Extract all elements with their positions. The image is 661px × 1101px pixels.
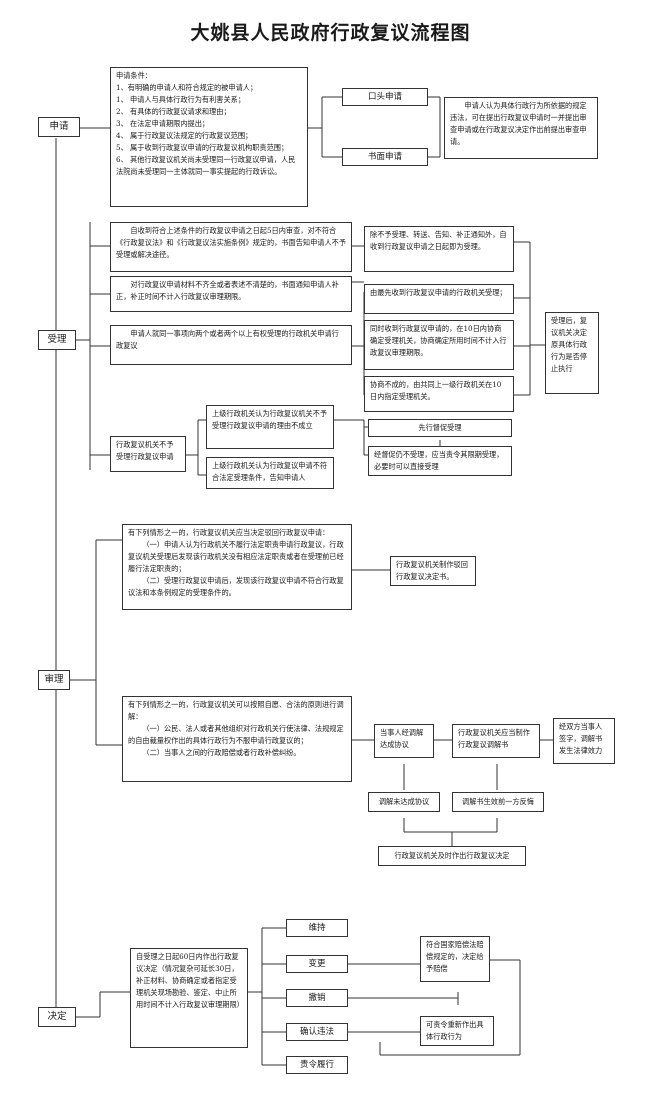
- accept-superior-notify-box: 上级行政机关认为行政复议申请不符合法定受理条件，告知申请人: [206, 457, 334, 489]
- accept-superior-invalid-box: 上级行政机关认为行政复议机关不予受理行政复议申请的理由不成立: [206, 405, 334, 449]
- review-reject-text: （二）受理行政复议申请后，发现该行政复议申请不符合行政复议法和本条例规定的受理条…: [128, 576, 344, 597]
- review-reject-decision-box: 行政复议机关制作驳回行政复议决定书。: [390, 556, 476, 586]
- review-repent-box: 调解书生效前一方反悔: [452, 792, 544, 812]
- accept-correction-box: 对行政复议申请材料不齐全或者表述不清楚的，书面通知申请人补正，补正时间不计入行政…: [110, 276, 352, 312]
- accept-order-box: 经督促仍不受理，应当责令其限期受理，必要时可以直接受理: [368, 446, 512, 476]
- review-reject-text: 有下列情形之一的，行政复议机关应当决定驳回行政复议申请：: [128, 528, 330, 537]
- oral-application-box: 口头申请: [342, 88, 428, 106]
- accept-first-receiver-box: 由最先收到行政复议申请的行政机关受理；: [364, 284, 514, 314]
- accept-multiple-agencies-box: 申请人就同一事项向两个或者两个以上有权受理的行政机关申请行政复议: [110, 325, 352, 365]
- review-reject-text: （一）申请人认为行政机关不履行法定职责申请行政复议，行政复议机关受理后发现该行政…: [128, 540, 344, 573]
- accept-refusal-box: 行政复议机关不予受理行政复议申请: [110, 436, 186, 472]
- apply-condition: 2、 有具体的行政复议请求和理由；: [116, 107, 231, 116]
- accept-suspension-box: 受理后，复议机关决定原具体行政行为是否停止执行: [545, 312, 599, 394]
- stage-review: 审理: [38, 670, 70, 690]
- review-request-note-box: 申请人认为具体行政行为所依据的规定违法，可在提出行政复议申请时一并提出审查申请或…: [444, 97, 598, 159]
- apply-condition: 1、有明确的申请人和符合规定的被申请人；: [116, 83, 258, 92]
- apply-condition: 4、 属于行政复议法规定的行政复议范围；: [116, 131, 253, 140]
- review-agreement-box: 当事人经调解达成协议: [374, 724, 434, 758]
- review-decision-box: 行政复议机关及时作出行政复议决定: [378, 846, 526, 866]
- apply-condition: 申请条件：: [116, 71, 152, 80]
- accept-urge-box: 先行督促受理: [368, 419, 512, 437]
- review-mediation-doc-box: 行政复议机关应当制作行政复议调解书: [452, 724, 540, 758]
- stage-apply: 申请: [38, 117, 80, 137]
- apply-conditions-box: 申请条件： 1、有明确的申请人和符合规定的被申请人； 1、 申请人与具体行政行为…: [110, 67, 308, 207]
- decide-option-uphold: 维持: [286, 919, 348, 937]
- apply-condition: 5、 属于收到行政复议申请的行政复议机构职责范围；: [116, 143, 289, 152]
- stage-accept: 受理: [38, 330, 76, 350]
- decide-option-revoke: 撤销: [286, 989, 348, 1007]
- accept-review-5days-box: 自收到符合上述条件的行政复议申请之日起5日内审查，对不符合《行政复议法》和《行政…: [110, 222, 352, 272]
- review-mediation-text: （一）公民、法人或者其他组织对行政机关行使法律、法规规定的自由裁量权作出的具体行…: [128, 724, 344, 745]
- accept-negotiation-box: 同时收到行政复议申请的，在10日内协商确定受理机关，协商确定所用时间不计入行政复…: [364, 320, 514, 370]
- decide-option-order-perform: 责令履行: [286, 1056, 348, 1074]
- decide-redo-box: 可责令重新作出具体行政行为: [420, 1016, 494, 1046]
- apply-condition: 6、 其他行政复议机关尚未受理同一行政复议申请，人民法院尚未受理同一主体就同一事…: [116, 155, 296, 176]
- accept-deemed-accepted-box: 除不予受理、转送、告知、补正通知外，自收到行政复议申请之日起即为受理。: [364, 226, 514, 272]
- decide-compensation-box: 符合国家赔偿法赔偿规定的，决定给予赔偿: [420, 936, 490, 982]
- page-title: 大姚县人民政府行政复议流程图: [190, 22, 471, 44]
- review-mediation-conditions-box: 有下列情形之一的，行政复议机关可以按照自愿、合法的原则进行调解： （一）公民、法…: [122, 696, 352, 782]
- accept-designation-box: 协商不成的，由共同上一级行政机关在10日内指定受理机关。: [364, 376, 514, 412]
- review-mediation-text: （二）当事人之间的行政赔偿或者行政补偿纠纷。: [142, 748, 301, 757]
- written-application-box: 书面申请: [342, 148, 428, 166]
- decide-option-change: 变更: [286, 955, 348, 973]
- apply-condition: 1、 申请人与具体行政行为有利害关系；: [116, 95, 246, 104]
- decide-time-limit-box: 自受理之日起60日内作出行政复议决定（情况复杂可延长30日，补正材料、协商确定或…: [130, 948, 248, 1048]
- apply-condition: 3、 在法定申请期限内提出；: [116, 119, 210, 128]
- stage-decide: 决定: [38, 1007, 76, 1027]
- review-mediation-text: 有下列情形之一的，行政复议机关可以按照自愿、合法的原则进行调解：: [128, 700, 344, 721]
- review-mediation-effective-box: 经双方当事人签字，调解书发生法律效力: [553, 718, 615, 764]
- review-reject-conditions-box: 有下列情形之一的，行政复议机关应当决定驳回行政复议申请： （一）申请人认为行政机…: [122, 524, 352, 610]
- decide-option-confirm-illegal: 确认违法: [286, 1023, 348, 1041]
- review-no-agreement-box: 调解未达成协议: [368, 792, 440, 812]
